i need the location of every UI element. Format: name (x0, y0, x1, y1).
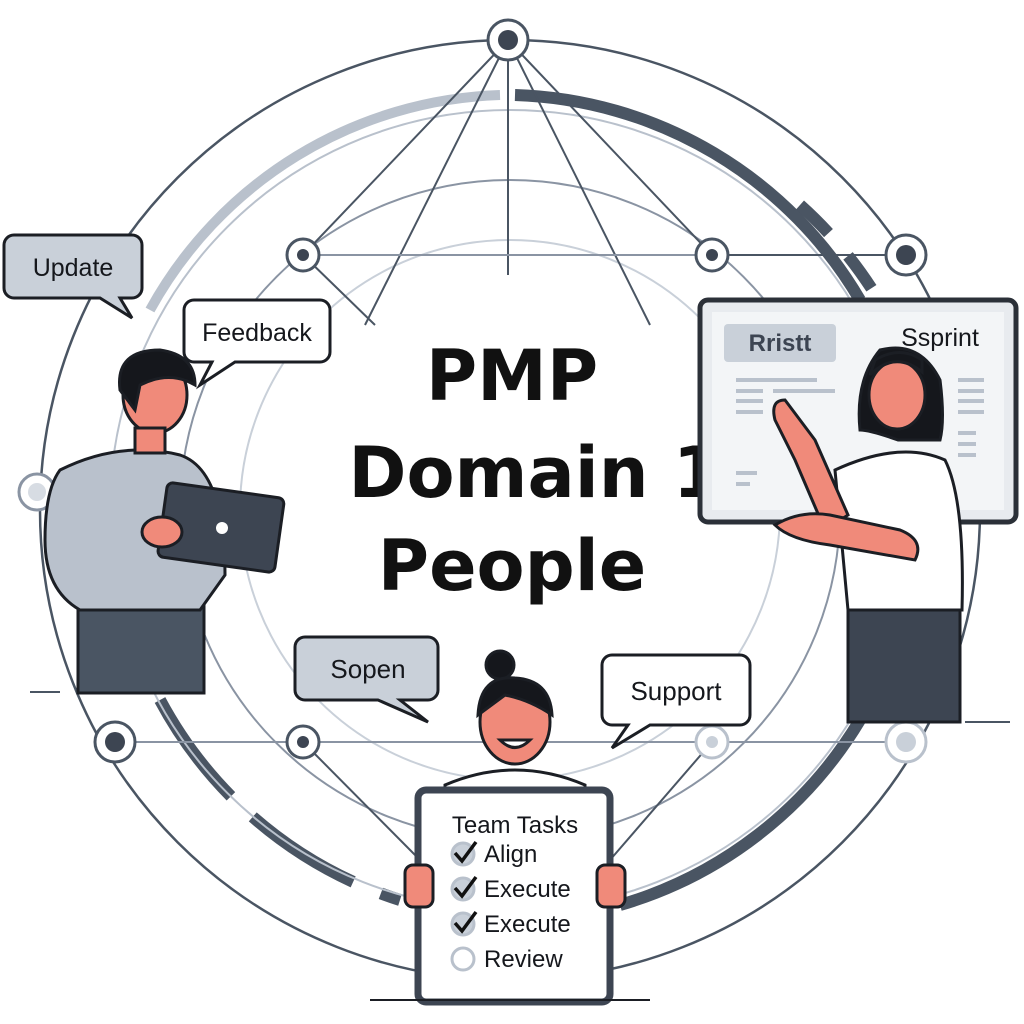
checked-circle-icon (450, 876, 476, 902)
checked-circle-icon (450, 841, 476, 867)
task-item: Align (450, 840, 537, 868)
page-title: PMP Domain 1 People (348, 335, 721, 607)
network-nodes (17, 18, 928, 764)
node (93, 720, 137, 764)
board-text-lines (736, 378, 984, 486)
progress-arc-bottom-right (618, 716, 866, 911)
bubble-update: Update (2, 233, 144, 320)
node (694, 724, 730, 760)
left-hand (403, 863, 435, 909)
task-item: Review (450, 946, 563, 973)
bubble-feedback-text: Feedback (202, 319, 312, 347)
task-item: Execute (450, 910, 571, 938)
light-arc-top-left (145, 90, 501, 313)
bubble-sopen-text: Sopen (330, 654, 405, 684)
bubble-update-text: Update (33, 254, 114, 282)
task-label: Review (484, 946, 563, 973)
node (486, 18, 530, 62)
progress-arc-top (514, 89, 866, 304)
right-hand (595, 863, 627, 909)
board-tag: Rristt (749, 330, 812, 357)
node (285, 724, 321, 760)
bubble-feedback: Feedback (182, 298, 332, 390)
title-line-3: People (378, 525, 646, 607)
bubble-support: Support (600, 653, 752, 750)
checkmark-icon (453, 910, 478, 934)
node (884, 720, 928, 764)
node (285, 237, 321, 273)
checkmark-icon (453, 840, 478, 864)
tasks-heading: Team Tasks (452, 812, 578, 839)
task-label: Execute (484, 876, 571, 903)
person-tablet (43, 348, 286, 695)
task-label: Execute (484, 911, 571, 938)
node (884, 233, 928, 277)
progress-arc-bottom-left (154, 697, 402, 906)
bubble-sopen: Sopen (293, 635, 440, 724)
checked-circle-icon (450, 911, 476, 937)
title-line-2: Domain 1 (348, 432, 721, 514)
person-tasks (443, 649, 587, 802)
board-heading: Ssprint (901, 324, 979, 352)
node (694, 237, 730, 273)
task-label: Align (484, 841, 537, 868)
empty-circle-icon (450, 946, 476, 972)
person-presenter (772, 346, 964, 724)
node (17, 472, 57, 512)
network-lines (30, 39, 1010, 861)
task-item: Execute (450, 875, 571, 903)
checkmark-icon (453, 875, 478, 899)
bubble-support-text: Support (630, 676, 722, 706)
title-line-1: PMP (426, 335, 598, 417)
